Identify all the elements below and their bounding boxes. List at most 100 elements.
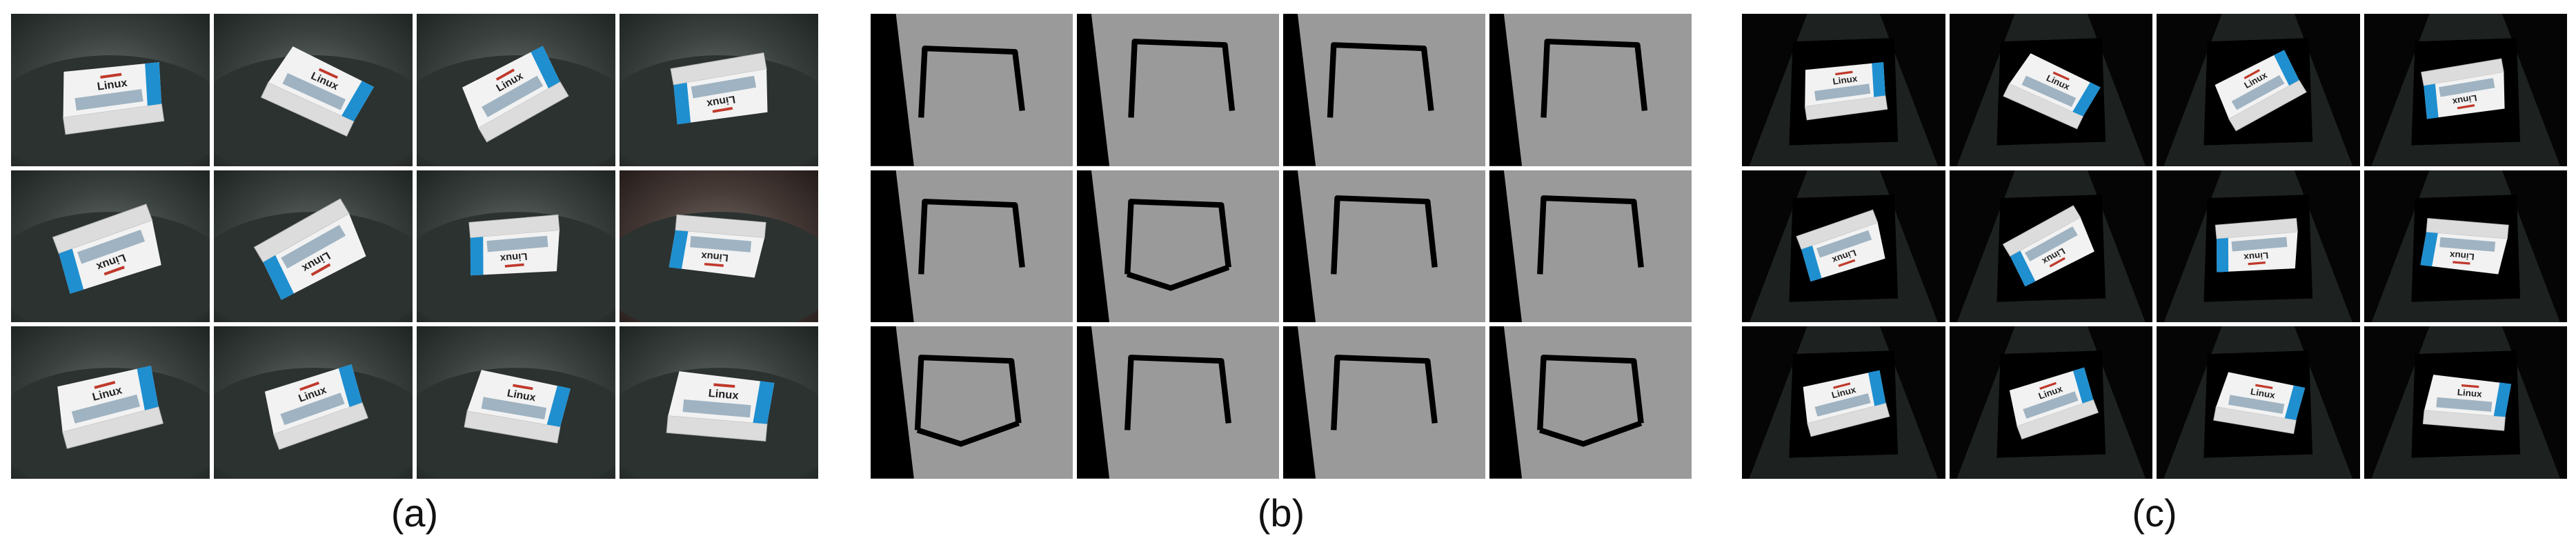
panel-b: (b) [871,14,1692,535]
thumbnail-image [1283,170,1438,323]
depth-shadow [1489,170,1523,323]
depth-edge [1537,195,1644,275]
depth-shadow [1283,326,1316,479]
thumbnail-image: Linux [11,366,210,479]
panel-c-caption: (c) [2132,491,2177,535]
thumbnail: Linux [2364,170,2567,323]
thumbnail [1283,326,1485,479]
thumbnail: Linux [417,170,615,323]
thumbnail-image: Linux [214,46,413,166]
book: Linux [253,198,366,300]
book-title-text: Linux [97,77,128,93]
thumbnail-image [1489,170,1644,323]
book: Linux [264,364,368,450]
thumbnail [1489,326,1692,479]
thumbnail: Linux [2157,326,2360,479]
thumbnail: Linux [417,326,615,479]
thumbnail [1283,14,1485,166]
depth-edge [916,420,1020,448]
book: Linux [670,52,768,125]
thumbnail-image: Linux [417,211,615,323]
thumbnail [871,170,1073,323]
thumbnail-image [871,14,1025,166]
thumbnail-image [1489,14,1648,166]
depth-edge [1327,42,1434,118]
thumbnail [1489,170,1692,323]
depth-shadow [1283,170,1316,323]
thumbnail: Linux [620,14,818,166]
thumbnail-image: Linux [620,211,818,323]
thumbnail [871,326,1073,479]
depth-shadow [871,326,914,479]
book-title-text: Linux [2243,250,2269,263]
thumbnail: Linux [1949,170,2152,323]
book-title-text: Linux [1832,73,1859,86]
thumbnail: Linux [1949,14,2152,166]
book-title-text: Linux [2250,386,2277,400]
thumbnail: Linux [11,14,210,166]
depth-edge [1331,355,1438,430]
book: Linux [57,366,164,450]
thumbnail [1283,170,1485,323]
depth-edge [1126,264,1230,291]
book: Linux [1803,370,1890,437]
thumbnail: Linux [1742,170,1945,323]
depth-edge [918,46,1025,118]
book: Linux [668,214,766,278]
book-title-text: Linux [2450,93,2477,107]
thumbnail-image [1077,170,1231,323]
depth-edge [918,198,1025,275]
panel-a-caption: (a) [390,491,439,535]
book: Linux [52,203,161,294]
thumbnail-image [1077,14,1236,166]
book-title-text: Linux [706,93,736,110]
thumbnail-image [1283,14,1434,166]
thumbnail-image: Linux [1956,326,2146,479]
book: Linux [62,62,165,135]
thumbnail: Linux [2157,14,2360,166]
thumbnail: Linux [1742,14,1945,166]
thumbnail: Linux [2364,14,2567,166]
depth-shadow [1489,14,1523,166]
thumbnail-image [1489,326,1644,479]
depth-shadow [1077,326,1110,479]
thumbnail: Linux [214,326,413,479]
depth-edge [1540,39,1648,118]
book-title-text: Linux [2457,387,2483,399]
thumbnail: Linux [620,170,818,323]
book: Linux [2002,53,2101,130]
thumbnail [1077,14,1279,166]
thumbnail-image: Linux [417,368,615,479]
thumbnail-image: Linux [2371,170,2560,323]
thumbnail-image: Linux [1749,170,1938,323]
depth-shadow [871,170,914,323]
book-title-text: Linux [700,250,729,263]
book: Linux [2420,58,2505,119]
thumbnail-image: Linux [1956,14,2146,166]
book: Linux [468,214,560,275]
book-title-text: Linux [2448,250,2475,262]
depth-edge [1128,39,1236,118]
depth-shadow [1077,170,1110,323]
thumbnail: Linux [214,14,413,166]
depth-shadow [871,14,914,166]
thumbnail-image: Linux [2163,14,2352,166]
thumbnail-image [1283,326,1438,479]
thumbnail [1489,14,1692,166]
depth-edge [914,355,1022,430]
book: Linux [1796,209,1885,281]
thumbnail-image: Linux [214,198,413,323]
thumbnail [1077,170,1279,323]
book: Linux [2215,50,2307,132]
book: Linux [2009,367,2099,440]
depth-edge [1331,195,1438,275]
thumbnail: Linux [2157,170,2360,323]
thumbnail-image: Linux [2163,170,2352,323]
thumbnail: Linux [1742,326,1945,479]
book: Linux [464,370,571,444]
depth-shadow [1283,14,1316,166]
thumbnail-image: Linux [620,52,818,166]
thumbnail: Linux [1949,326,2152,479]
